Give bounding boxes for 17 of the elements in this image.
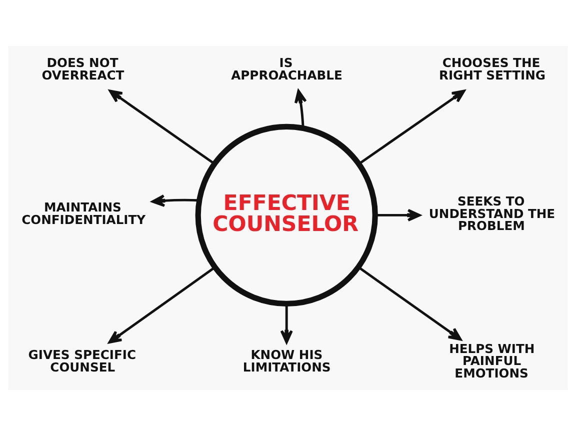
arrow <box>358 266 462 340</box>
arrow <box>358 89 466 164</box>
node-text: CHOOSES THE RIGHT SETTING <box>438 56 546 82</box>
node-text: SEEKS TO UNDERSTAND THE PROBLEM <box>428 194 556 233</box>
arrow <box>108 266 216 344</box>
node-text: GIVES SPECIFIC COUNSEL <box>28 347 136 374</box>
node-text: HELPS WITH PAINFUL EMOTIONS <box>449 341 535 380</box>
arrow <box>376 208 421 221</box>
arrow <box>152 194 200 206</box>
node-circle: EFFECTIVE COUNSELOR <box>195 123 378 306</box>
arrow <box>294 89 307 128</box>
arrow <box>108 89 216 164</box>
arrow <box>280 304 293 343</box>
node-text: DOES NOT OVERREACT <box>42 56 124 82</box>
node-text: MAINTAINS CONFIDENTIALITY <box>22 200 146 226</box>
node-text: IS APPROACHABLE <box>231 56 342 82</box>
node-text: KNOW HIS LIMITATIONS <box>242 347 331 374</box>
